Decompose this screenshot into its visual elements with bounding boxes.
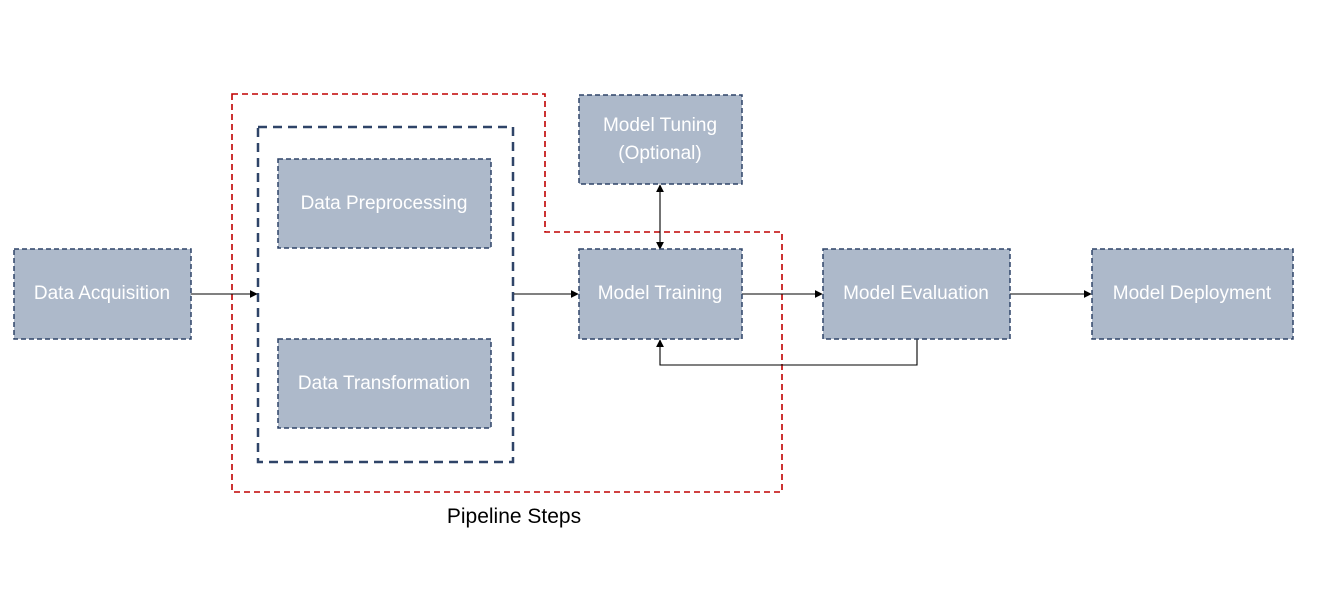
node-model-tuning-label-line1: Model Tuning (603, 115, 717, 136)
node-model-tuning: Model Tuning (Optional) (578, 94, 743, 185)
edge-evaluation-to-training (656, 339, 918, 366)
pipeline-steps-caption: Pipeline Steps (447, 505, 581, 528)
node-model-deployment: Model Deployment (1091, 248, 1294, 340)
node-model-training-label: Model Training (598, 283, 723, 304)
pipeline-steps-boundary (231, 93, 783, 493)
node-data-transformation-label: Data Transformation (298, 373, 470, 394)
node-model-deployment-label: Model Deployment (1113, 283, 1272, 304)
node-data-acquisition-label: Data Acquisition (34, 283, 170, 304)
data-processing-group (256, 125, 515, 464)
node-model-evaluation: Model Evaluation (822, 248, 1011, 340)
node-data-preprocessing: Data Preprocessing (277, 158, 492, 249)
node-data-preprocessing-label: Data Preprocessing (301, 193, 468, 214)
node-model-evaluation-label: Model Evaluation (843, 283, 989, 304)
node-model-training: Model Training (578, 248, 743, 340)
node-data-transformation: Data Transformation (277, 338, 492, 429)
node-model-tuning-label-line2: (Optional) (618, 143, 701, 164)
node-data-acquisition: Data Acquisition (13, 248, 192, 340)
